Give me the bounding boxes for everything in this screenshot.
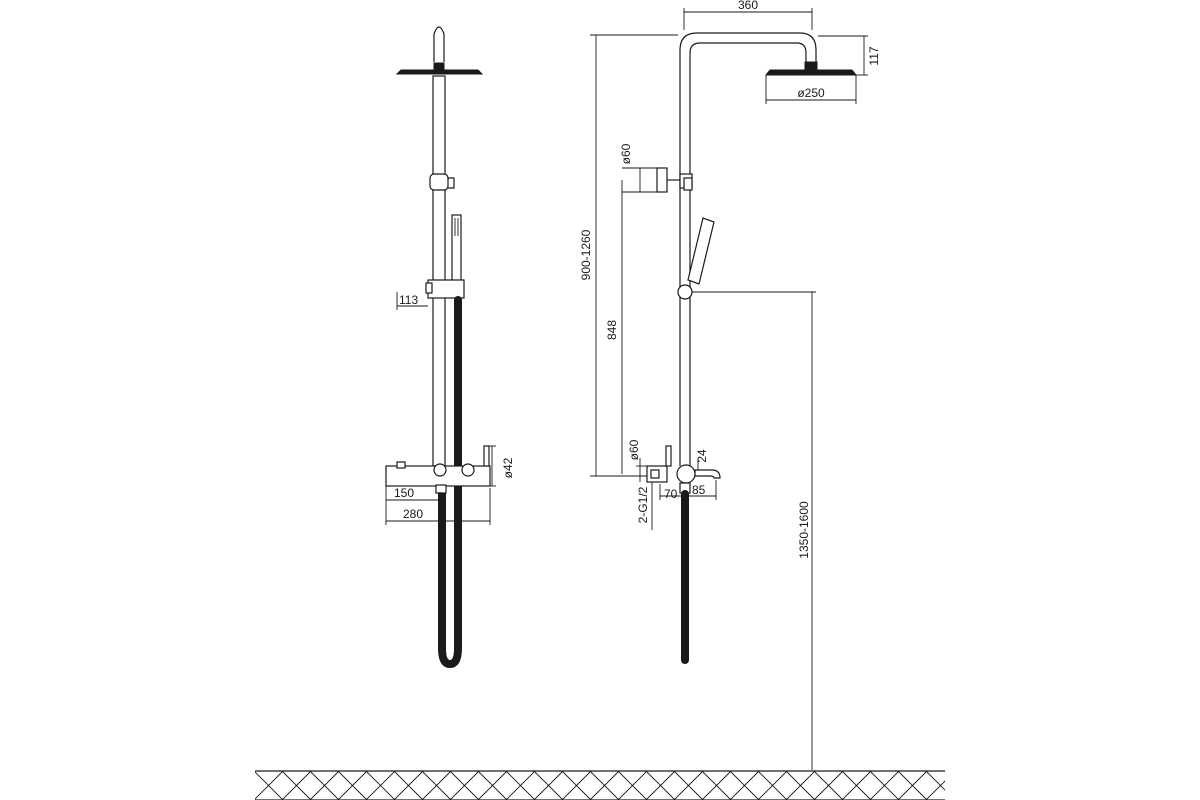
side-view: 360 117 ø250 ø60 900-1260 848 ø60 24 xyxy=(579,0,881,770)
hatch-line xyxy=(813,771,844,800)
front-clamp-knob xyxy=(448,177,455,189)
hatch-line xyxy=(255,799,256,800)
hatch-line xyxy=(869,771,900,800)
hatch-line xyxy=(533,771,564,800)
front-riser xyxy=(432,75,446,467)
hatch-line xyxy=(757,771,788,800)
front-arm-top xyxy=(433,26,445,62)
side-mixer-body xyxy=(676,464,696,484)
hatch-line xyxy=(393,771,424,800)
hatch-line xyxy=(673,771,704,800)
side-riser-arm-inner xyxy=(689,42,807,466)
dim-360-label: 360 xyxy=(738,0,758,12)
front-mixer-outlet xyxy=(435,484,447,494)
dim-o42-label: ø42 xyxy=(501,457,515,478)
hatch-line xyxy=(561,771,592,800)
dim-o250-label: ø250 xyxy=(797,86,825,100)
front-mixer-cap xyxy=(396,461,406,469)
dim-24-label: 24 xyxy=(695,449,709,463)
hatch-line xyxy=(309,771,340,800)
hatch-line xyxy=(897,771,928,800)
dim-85-label: 85 xyxy=(692,483,706,497)
front-view: 113 ø42 150 280 xyxy=(385,26,515,669)
front-mixer-knob-right xyxy=(461,463,475,477)
dim-1350-1600-label: 1350-1600 xyxy=(797,501,811,559)
hatch-line xyxy=(701,771,732,800)
front-head-connector xyxy=(433,62,445,72)
dim-113-label: 113 xyxy=(399,293,418,307)
hatch-line xyxy=(589,771,620,800)
dim-g12-label: 2-G1/2 xyxy=(636,486,650,523)
front-diverter-lever xyxy=(483,445,490,467)
hatch-line xyxy=(617,771,648,800)
side-head-connector xyxy=(804,61,818,71)
side-spout xyxy=(694,469,721,479)
hatch-line xyxy=(365,771,396,800)
dim-o60-lower-label: ø60 xyxy=(627,439,641,460)
front-shower-head xyxy=(395,69,484,75)
front-hose xyxy=(438,296,462,669)
side-upper-knob xyxy=(683,177,693,191)
dim-70-label: 70 xyxy=(664,487,678,501)
front-upper-clamp xyxy=(429,173,449,191)
side-diverter-lever xyxy=(665,445,672,467)
hatch-line xyxy=(645,771,676,800)
hatch-line xyxy=(281,771,312,800)
hatch-line xyxy=(421,771,452,800)
dim-117-label: 117 xyxy=(867,46,881,65)
hatch-line xyxy=(477,771,508,800)
floor xyxy=(255,770,945,800)
side-slide-bracket xyxy=(677,284,693,300)
hatch-line xyxy=(255,771,284,800)
hatch-line xyxy=(449,771,480,800)
side-shower-head xyxy=(764,69,858,76)
side-riser-arm xyxy=(679,32,817,466)
hatch-line xyxy=(841,771,872,800)
front-hand-shower xyxy=(451,214,462,288)
floor-hatch xyxy=(255,771,945,800)
side-upper-bracket-plate xyxy=(656,167,668,193)
front-slide-bracket xyxy=(427,279,465,299)
hatch-line xyxy=(785,771,816,800)
hatch-line xyxy=(729,771,760,800)
hatch-line xyxy=(925,780,945,800)
side-wall-flange-inner xyxy=(650,469,660,479)
dim-150-label: 150 xyxy=(394,486,414,500)
dim-o60-upper-label: ø60 xyxy=(619,143,633,164)
front-slide-knob xyxy=(425,282,433,294)
hatch-line xyxy=(505,771,536,800)
hatch-line xyxy=(337,771,368,800)
hatch-line xyxy=(255,771,256,772)
dim-900-1260-label: 900-1260 xyxy=(579,229,593,280)
dim-280-label: 280 xyxy=(403,507,423,521)
dim-848-label: 848 xyxy=(605,320,619,340)
front-mixer-knob-left xyxy=(433,463,447,477)
side-hand-shower xyxy=(687,217,715,285)
